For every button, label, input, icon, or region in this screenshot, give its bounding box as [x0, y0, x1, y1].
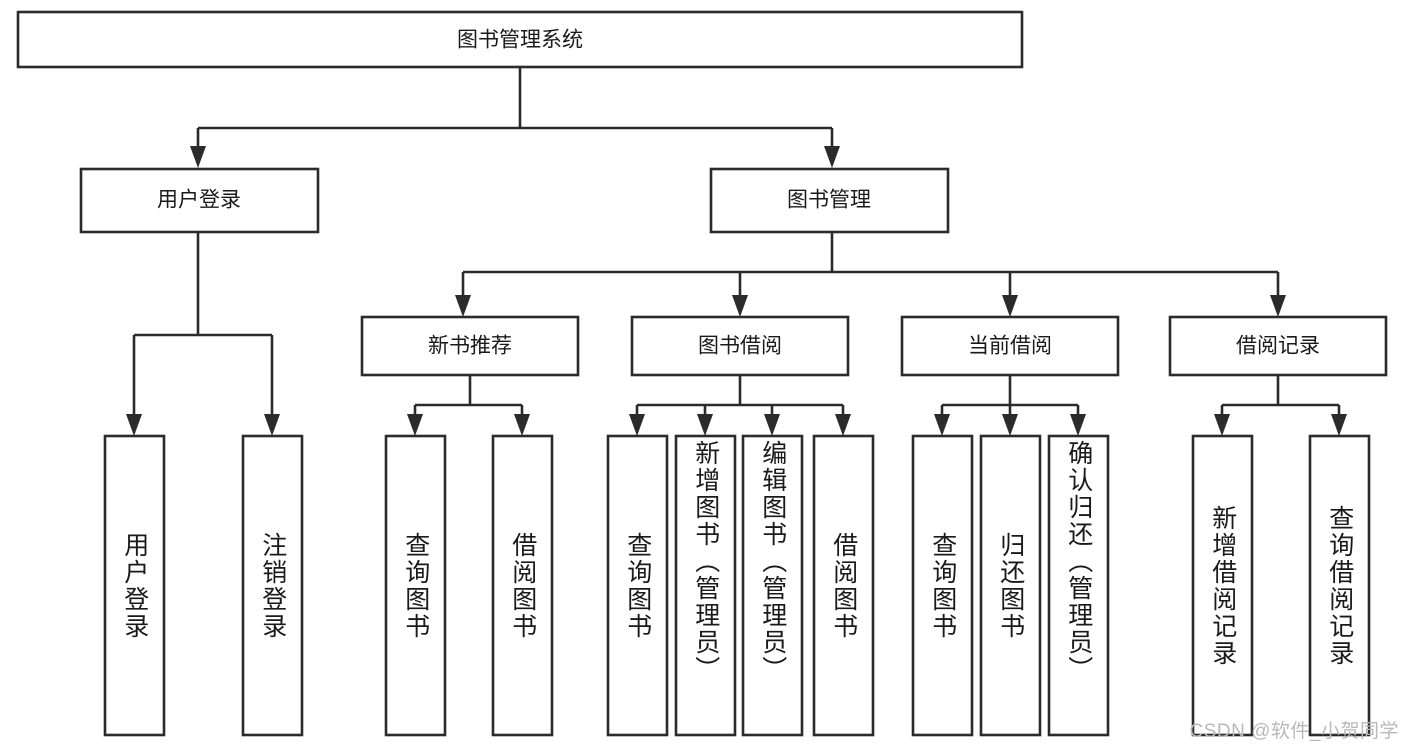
node-user-login-label: 用户登录 [157, 189, 241, 212]
node-new-book-recommend-box[interactable] [360, 315, 580, 377]
connector-group-book-borrow [629, 375, 851, 436]
connector-group-new-book [407, 375, 530, 436]
node-borrow-record[interactable]: 借阅记录 [1168, 315, 1388, 377]
node-root[interactable]: 图书管理系统 [16, 10, 1024, 69]
node-user-login-box[interactable] [79, 167, 320, 234]
arrow-newbook-leaf-2 [514, 414, 530, 436]
arrow-bb-leaf-2 [697, 414, 713, 436]
leaf-box-bb-edit[interactable] [741, 434, 804, 737]
node-new-book-recommend[interactable]: 新书推荐 [360, 315, 580, 377]
arrow-cb-leaf-1 [934, 414, 950, 436]
node-book-borrow[interactable]: 图书借阅 [630, 315, 850, 377]
node-book-manage-box[interactable] [709, 167, 950, 234]
leaf-box-user-login[interactable] [103, 434, 166, 737]
arrow-root-to-user-login [190, 146, 206, 168]
leaf-box-br-query[interactable] [1308, 434, 1371, 737]
arrow-to-borrow-record [1270, 295, 1286, 317]
node-borrow-record-box[interactable] [1168, 315, 1388, 377]
leaf-box-cb-confirm[interactable] [1047, 434, 1110, 737]
csdn-watermark: CSDN @软件_小贺同学 [1189, 721, 1399, 742]
leaf-box-bb-borrow[interactable] [812, 434, 875, 737]
node-new-book-recommend-label: 新书推荐 [428, 335, 512, 358]
node-user-login[interactable]: 用户登录 [79, 167, 320, 234]
arrow-bb-leaf-3 [764, 414, 780, 436]
leaf-box-cb-return[interactable] [979, 434, 1042, 737]
node-current-borrow-box[interactable] [900, 315, 1120, 377]
arrow-to-leaf-logout [264, 414, 280, 436]
leaf-box-bb-query[interactable] [606, 434, 669, 737]
connector-group-book-manage [455, 232, 1286, 317]
arrow-cb-leaf-2 [1002, 414, 1018, 436]
node-borrow-record-label: 借阅记录 [1236, 335, 1320, 358]
leaf-boxes [103, 434, 1371, 737]
connector-group-user-login [126, 232, 280, 436]
node-book-borrow-label: 图书借阅 [698, 335, 782, 358]
node-book-manage-label: 图书管理 [787, 189, 871, 212]
connector-group-current-borrow [934, 375, 1086, 436]
node-book-manage[interactable]: 图书管理 [709, 167, 950, 234]
arrow-root-to-book-manage [824, 146, 840, 168]
arrow-to-new-book-recommend [455, 295, 471, 317]
arrow-newbook-leaf-1 [407, 414, 423, 436]
node-current-borrow-label: 当前借阅 [968, 335, 1052, 358]
node-current-borrow[interactable]: 当前借阅 [900, 315, 1120, 377]
arrow-to-current-borrow [1002, 295, 1018, 317]
connector-group-root [190, 67, 840, 168]
arrow-bb-leaf-1 [629, 414, 645, 436]
leaf-box-newbook-query[interactable] [384, 434, 447, 737]
arrow-bb-leaf-4 [835, 414, 851, 436]
node-book-borrow-box[interactable] [630, 315, 850, 377]
arrow-to-book-borrow [732, 295, 748, 317]
node-root-label: 图书管理系统 [457, 29, 583, 52]
leaf-box-bb-add[interactable] [674, 434, 737, 737]
connector-group-borrow-record [1214, 375, 1347, 436]
leaf-box-cb-query[interactable] [911, 434, 974, 737]
arrow-to-leaf-user-login [126, 414, 142, 436]
leaf-box-br-add[interactable] [1191, 434, 1254, 737]
arrow-br-leaf-1 [1214, 414, 1230, 436]
node-root-box[interactable] [16, 10, 1024, 69]
arrow-cb-leaf-3 [1070, 414, 1086, 436]
leaf-box-logout[interactable] [241, 434, 304, 737]
arrow-br-leaf-2 [1331, 414, 1347, 436]
leaf-box-newbook-borrow[interactable] [491, 434, 554, 737]
